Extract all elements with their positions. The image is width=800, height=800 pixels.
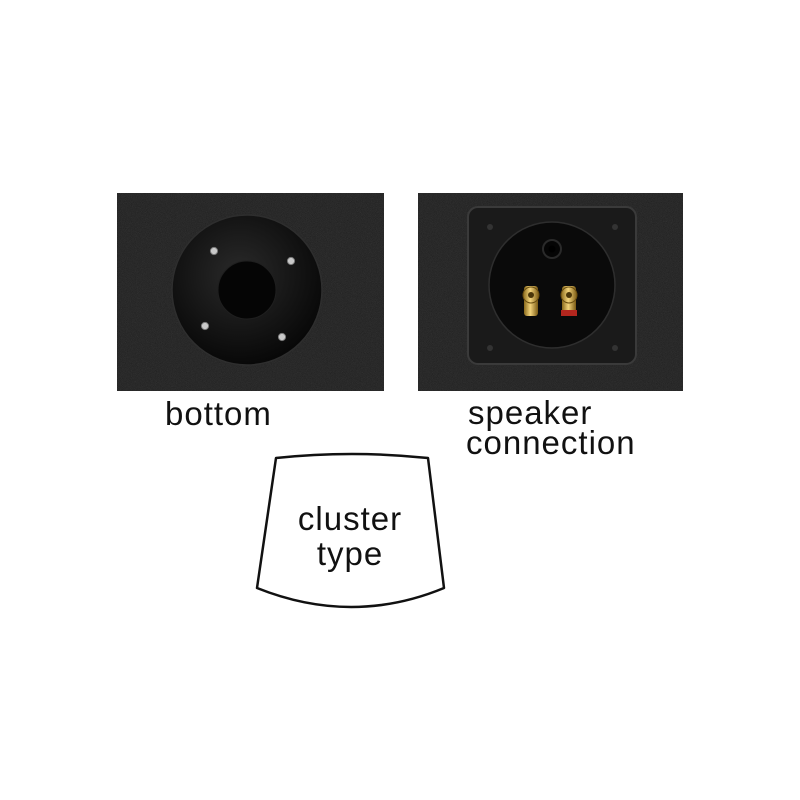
bottom-photo xyxy=(117,193,384,391)
cluster-label-line1: cluster xyxy=(297,500,403,537)
speaker-terminal-image xyxy=(418,193,683,391)
bottom-mount-plate-image xyxy=(117,193,384,391)
connection-caption-line2: connection xyxy=(466,424,636,461)
cluster-label-line2: type xyxy=(316,535,384,572)
connection-photo xyxy=(418,193,683,391)
bottom-caption: bottom xyxy=(165,395,272,432)
connection-caption-line1: speaker xyxy=(468,394,593,431)
